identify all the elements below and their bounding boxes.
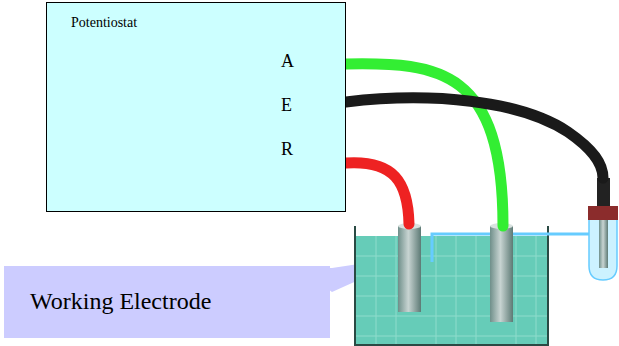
- callout-box: Working Electrode: [4, 266, 330, 338]
- terminal-label: R: [281, 139, 293, 160]
- terminal-label: E: [281, 95, 292, 116]
- counter-wire: [346, 64, 503, 226]
- terminal-label: A: [281, 51, 294, 72]
- callout-text: Working Electrode: [30, 288, 211, 316]
- beaker: [355, 226, 548, 346]
- working-electrode: [398, 223, 421, 312]
- salt-bridge: [432, 234, 601, 262]
- reference-electrode: [588, 178, 618, 280]
- counter-electrode: [490, 223, 513, 322]
- working-wire: [346, 163, 409, 224]
- potentiostat-box: PotentiostatA E R: [46, 2, 346, 212]
- instrument-title: Potentiostat: [71, 15, 137, 31]
